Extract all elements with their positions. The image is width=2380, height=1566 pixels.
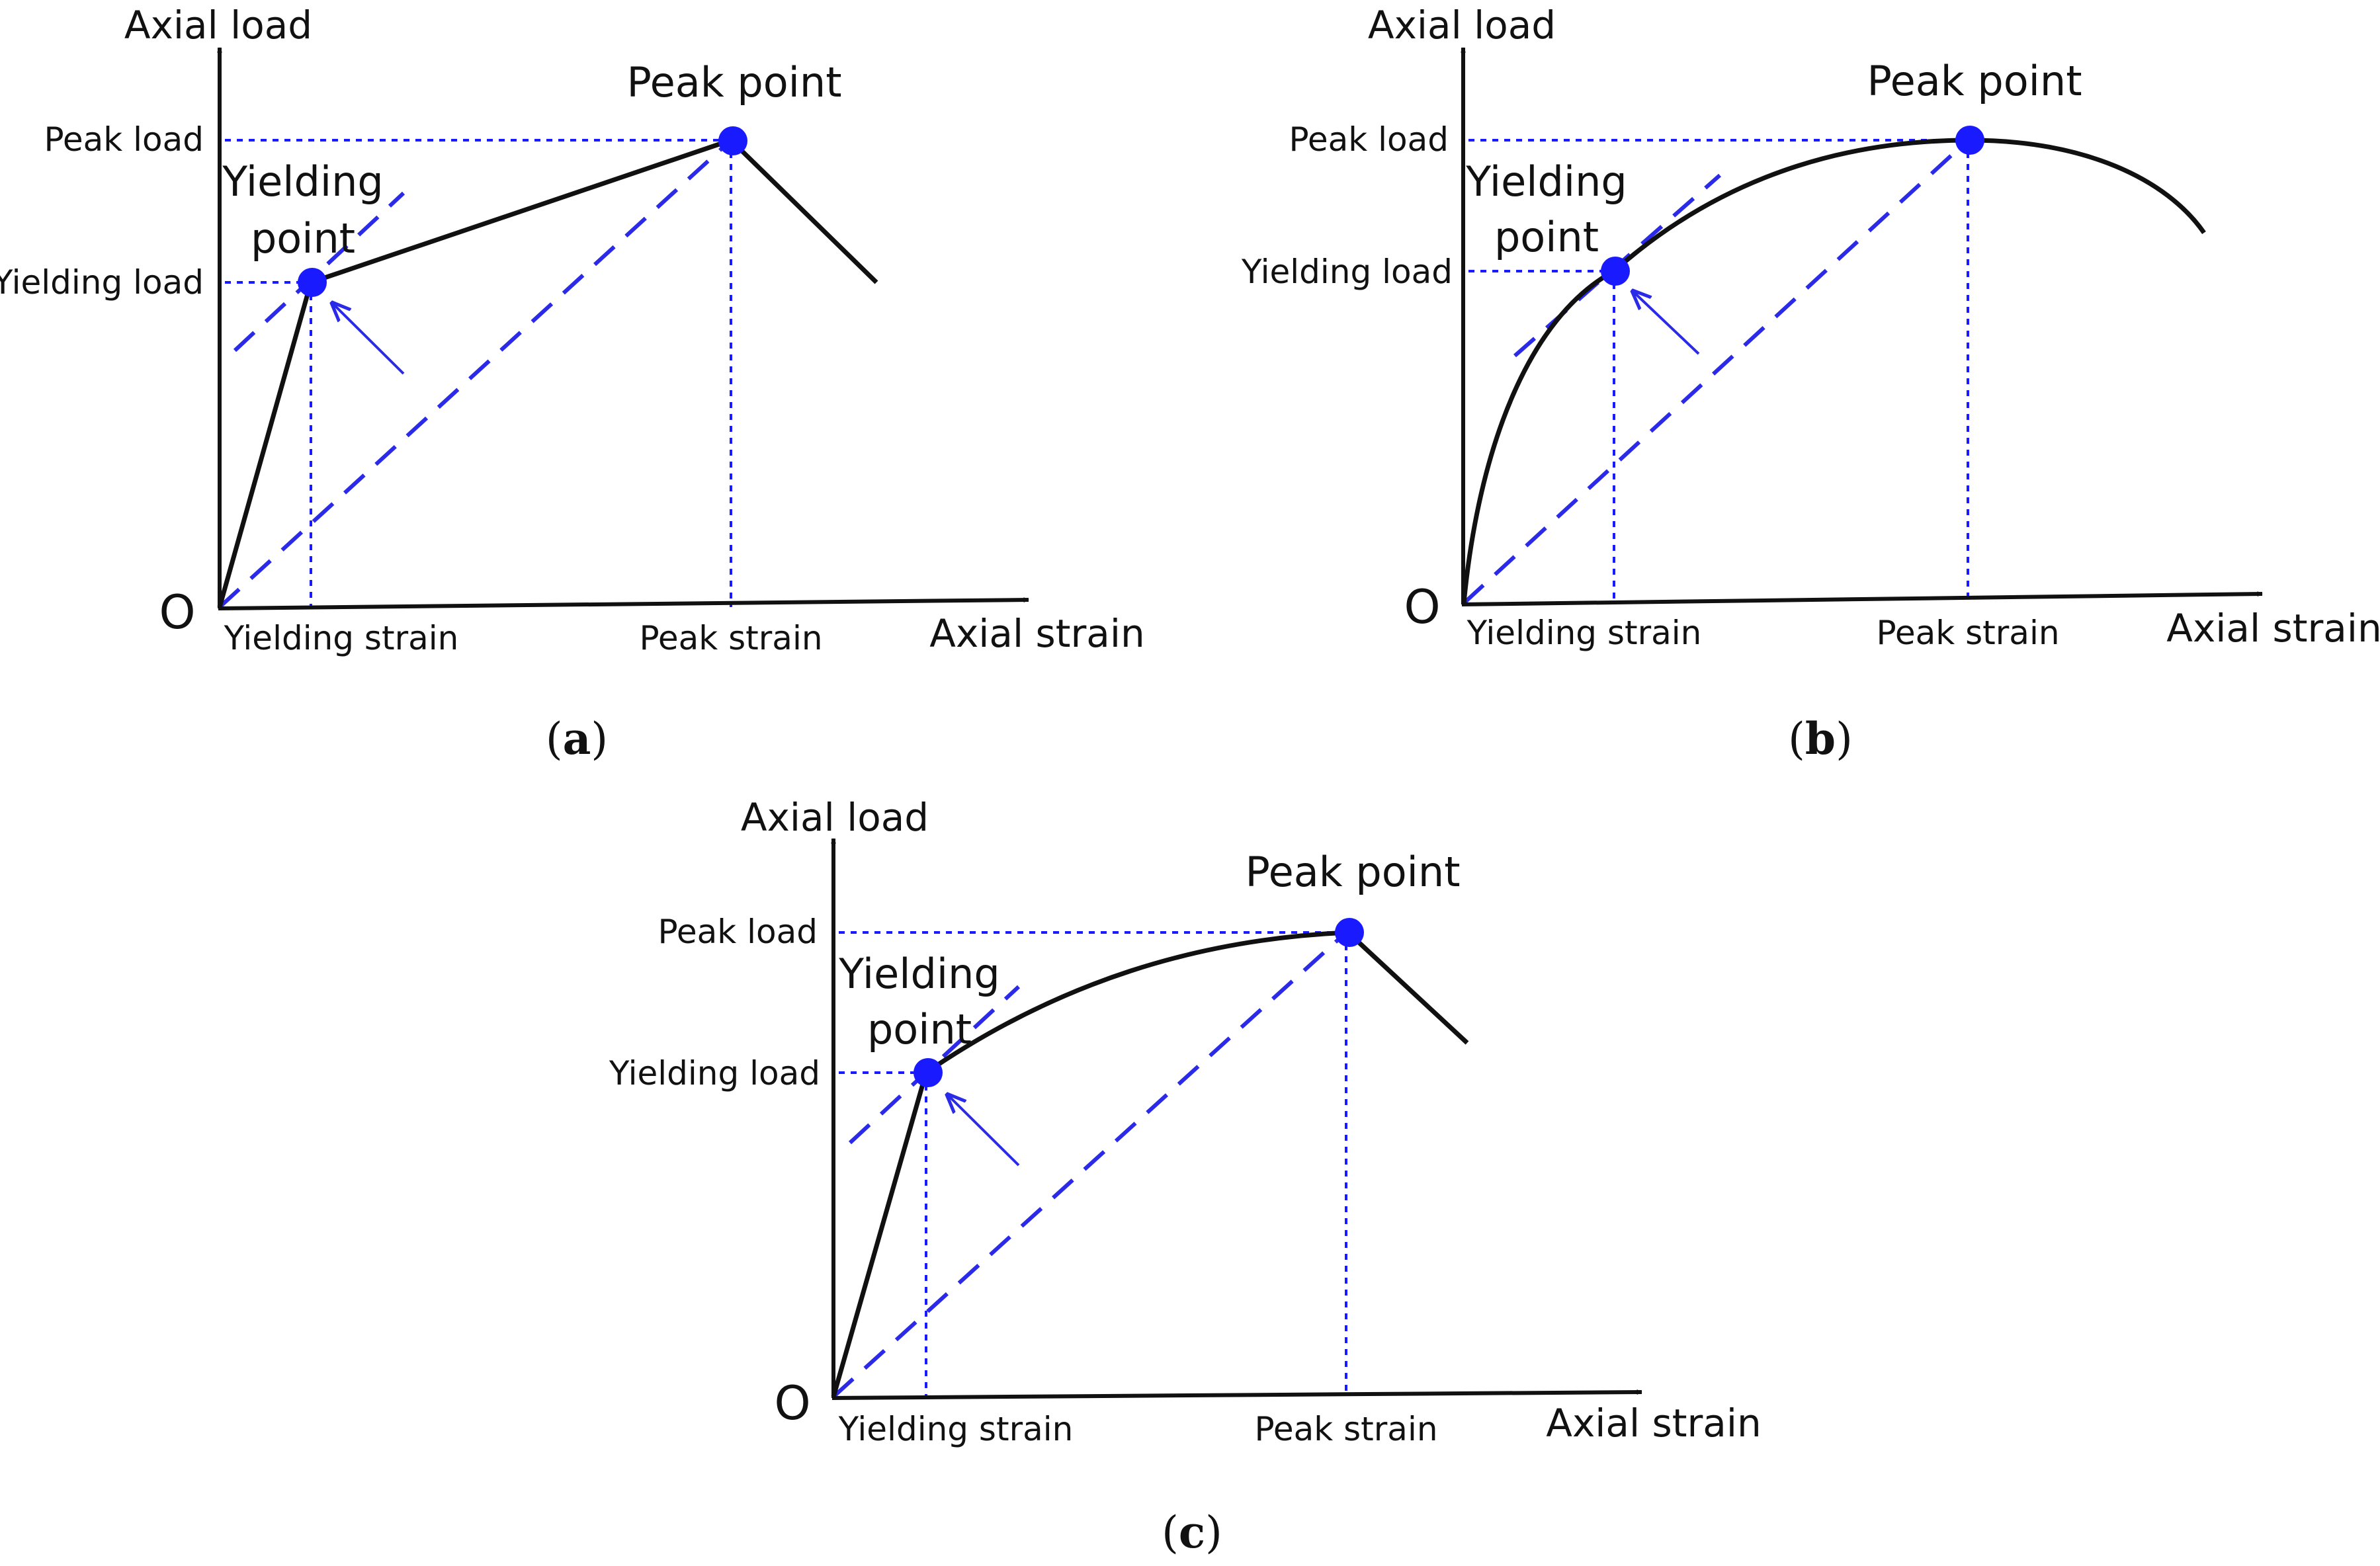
panel-a: Axial load Axial strain O Peak load Yiel… <box>0 3 1145 764</box>
panel-c-yield-tangent <box>848 985 1021 1145</box>
panel-c-x-axis-title: Axial strain <box>1546 1401 1761 1446</box>
panel-b-x-axis <box>1461 591 2263 606</box>
panel-a-yielding-strain-label: Yielding strain <box>224 619 459 657</box>
panel-b-guides <box>1468 139 1969 603</box>
panel-a-yielding-point-label-line1: Yielding <box>222 157 384 206</box>
panel-a-yield-marker <box>298 268 327 297</box>
panel-a-callout-arrow <box>332 303 405 375</box>
panel-c-yielding-point-label-line2: point <box>867 1005 972 1053</box>
panel-a-yielding-point-label-line2: point <box>251 214 355 263</box>
panel-c-axes <box>831 838 1642 1400</box>
panel-b-peak-strain-label: Peak strain <box>1876 614 2059 652</box>
panel-b-yielding-load-label: Yielding load <box>1241 253 1453 291</box>
panel-c-caption-letter: c <box>1179 1506 1205 1558</box>
panel-b-yielding-strain-label: Yielding strain <box>1466 614 1702 652</box>
panel-a-caption: (a) <box>546 713 608 764</box>
panel-a-secants <box>218 138 733 609</box>
panel-c-yield-marker <box>914 1058 943 1087</box>
panel-a-x-axis-title: Axial strain <box>929 611 1144 656</box>
panel-b-y-axis-title: Axial load <box>1368 3 1556 48</box>
panel-b-peak-marker <box>1955 126 1984 155</box>
panel-c-yielding-point-label-line1: Yielding <box>838 950 1000 998</box>
panel-b-secants <box>1462 138 1970 605</box>
panel-c-peak-marker <box>1335 918 1364 947</box>
panel-c-yielding-strain-label: Yielding strain <box>838 1410 1074 1448</box>
panel-a-guides <box>225 139 732 607</box>
panel-a-peak-load-label: Peak load <box>44 120 204 159</box>
panel-b-yielding-point-label-line2: point <box>1494 213 1599 261</box>
panel-a-axes <box>217 47 1029 610</box>
panel-b-axes <box>1461 47 2263 606</box>
panel-a-load-curve <box>217 138 878 608</box>
panel-c-load-curve <box>831 930 1469 1397</box>
panel-c-x-axis <box>831 1389 1642 1400</box>
panel-b-callout-arrow <box>1633 291 1700 355</box>
panel-c-secants <box>831 930 1348 1399</box>
panel-a-peak-strain-label: Peak strain <box>639 619 822 657</box>
panel-c-caption: (c) <box>1162 1506 1222 1558</box>
panel-a-peak-marker <box>718 126 747 155</box>
panel-a-y-axis-title: Axial load <box>124 3 312 48</box>
panel-c-guides <box>839 931 1347 1397</box>
panel-a-caption-letter: a <box>563 713 591 764</box>
panel-b-load-curve <box>1461 138 2206 604</box>
panel-a-peak-point-label: Peak point <box>626 58 841 106</box>
panel-b-origin-label: O <box>1404 580 1440 634</box>
panel-a-yielding-load-label: Yielding load <box>0 263 204 302</box>
panel-b-peak-point-label: Peak point <box>1867 57 2082 105</box>
panel-c-peak-point-label: Peak point <box>1245 848 1460 896</box>
panel-b-x-axis-title: Axial strain <box>2166 606 2380 651</box>
panel-a-origin-label: O <box>159 585 195 639</box>
panel-c-peak-load-label: Peak load <box>658 913 818 951</box>
panel-a-yield-tangent <box>233 191 405 352</box>
panel-c-y-axis-title: Axial load <box>741 795 929 840</box>
panel-c-yielding-load-label: Yielding load <box>609 1054 820 1092</box>
panel-c-peak-strain-label: Peak strain <box>1254 1410 1437 1448</box>
panel-c: Axial load Axial strain O Peak load Yiel… <box>609 795 1762 1558</box>
panel-b-yielding-point-label-line1: Yielding <box>1465 157 1627 206</box>
panel-c-peak-secant <box>831 930 1348 1399</box>
panel-a-x-axis <box>218 597 1029 610</box>
panel-c-callout-arrow <box>947 1094 1020 1167</box>
panel-b: Axial load Axial strain O Peak load Yiel… <box>1241 3 2380 764</box>
panel-b-peak-load-label: Peak load <box>1289 120 1449 159</box>
panel-c-origin-label: O <box>774 1376 810 1430</box>
panel-b-yield-marker <box>1601 257 1630 286</box>
panel-b-caption-letter: b <box>1805 713 1836 764</box>
panel-a-peak-secant <box>218 138 733 609</box>
panel-b-peak-secant <box>1462 138 1970 605</box>
panel-b-caption: (b) <box>1788 713 1853 764</box>
